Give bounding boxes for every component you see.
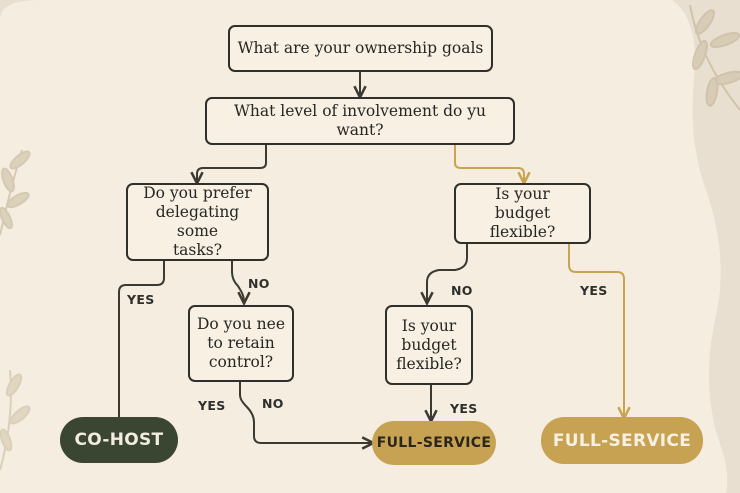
label-yes-budget-mid: YES <box>450 401 478 416</box>
outcome-full-service-right: FULL-SERVICE <box>541 417 703 464</box>
arrow-budget-yes <box>568 243 624 417</box>
arrow-involvement-to-delegating <box>197 144 267 182</box>
arrow-involvement-to-budget <box>454 144 524 182</box>
leaf-icon-bottom-left <box>0 369 31 471</box>
node-involvement-level: What level of involvement do yu want? <box>205 97 515 145</box>
label-yes-delegating: YES <box>127 292 155 307</box>
node-budget-flexible-mid: Is your budget flexible? <box>385 305 473 385</box>
leaf-icon-left <box>0 149 31 236</box>
arrow-delegating-no <box>231 260 244 302</box>
label-no-delegating: NO <box>248 276 270 291</box>
outcome-co-host: CO-HOST <box>60 417 178 463</box>
label-no-budget: NO <box>451 283 473 298</box>
node-budget-flexible-top: Is your budget flexible? <box>454 183 591 244</box>
node-delegating-tasks: Do you prefer delegating some tasks? <box>126 183 269 261</box>
arrow-retain-no <box>239 381 372 443</box>
node-ownership-goals: What are your ownership goals <box>228 25 493 72</box>
label-yes-retain: YES <box>198 398 226 413</box>
label-yes-budget: YES <box>580 283 608 298</box>
label-no-retain: NO <box>262 396 284 411</box>
outcome-full-service-mid: FULL-SERVICE <box>372 421 496 465</box>
arrow-delegating-yes <box>118 260 165 418</box>
arrow-budget-no <box>427 243 468 302</box>
node-retain-control: Do you nee to retain control? <box>188 305 294 382</box>
leaf-icon-top-right <box>689 4 740 111</box>
